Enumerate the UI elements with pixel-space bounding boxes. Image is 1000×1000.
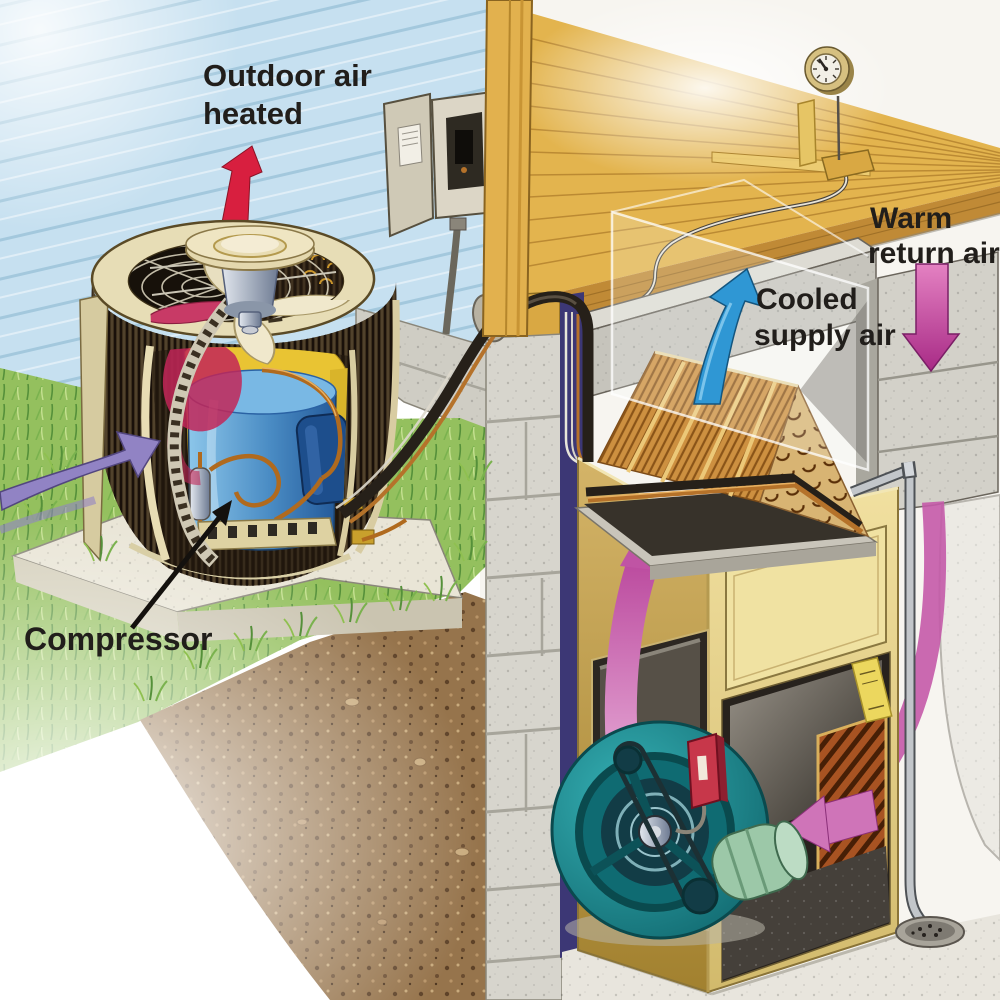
coil-cut-strip bbox=[167, 297, 236, 568]
blower-switch-box bbox=[686, 732, 728, 810]
suction-line bbox=[585, 473, 863, 530]
label-cooled-supply-line2: supply air bbox=[754, 319, 896, 352]
condenser-unit bbox=[79, 145, 408, 586]
corner-trim bbox=[481, 0, 534, 337]
label-warm-return-line1: Warm bbox=[870, 202, 952, 235]
evaporator-assembly bbox=[574, 178, 879, 580]
blower-motor bbox=[711, 820, 809, 901]
foundation-column bbox=[485, 291, 584, 1000]
compressor-pointer bbox=[130, 500, 232, 630]
blower bbox=[550, 720, 809, 946]
liquid-line bbox=[587, 482, 864, 535]
cooled-supply-arrow bbox=[693, 267, 764, 405]
thermostat bbox=[595, 46, 875, 320]
warm-return-arrow bbox=[901, 263, 961, 373]
return-into-filter-arrow bbox=[783, 789, 879, 853]
electrical-conduit bbox=[442, 217, 462, 335]
label-cooled-supply-line1: Cooled bbox=[756, 283, 858, 316]
intake-air-arrow bbox=[0, 430, 162, 534]
supply-plenum bbox=[610, 178, 870, 472]
floor-drain bbox=[895, 916, 965, 948]
label-outdoor-air-heated-line2: heated bbox=[203, 96, 303, 131]
label-outdoor-air-heated-line1: Outdoor air bbox=[203, 58, 372, 93]
labels: Outdoor air heated Compressor Warm retur… bbox=[24, 58, 1000, 657]
disconnect-door bbox=[382, 92, 435, 238]
paper-fade bbox=[0, 510, 480, 1000]
compressor-tubing bbox=[208, 367, 343, 522]
label-compressor: Compressor bbox=[24, 621, 213, 657]
furnace-lower-opening bbox=[721, 651, 893, 984]
furnace-label-sticker bbox=[851, 656, 893, 724]
label-warm-return-line2: return air bbox=[868, 237, 1000, 270]
condenser-fan-motor bbox=[185, 225, 315, 335]
return-duct bbox=[856, 251, 999, 518]
